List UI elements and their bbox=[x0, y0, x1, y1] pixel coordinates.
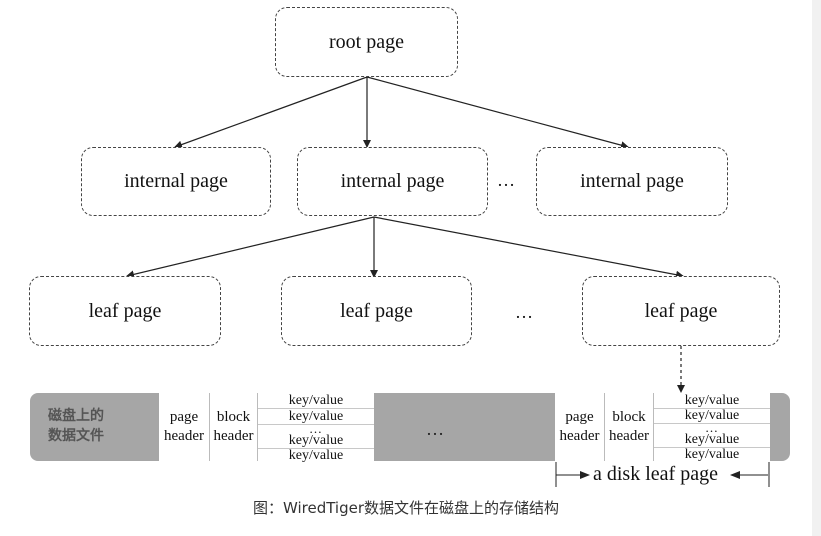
key-value-entry: key/value bbox=[258, 409, 374, 425]
internal-page-node-3: internal page bbox=[536, 147, 728, 216]
edge-internal-leaf-3 bbox=[373, 216, 684, 279]
page-header-text: page bbox=[169, 409, 199, 425]
leaf-page-node-2: leaf page bbox=[281, 276, 472, 346]
key-value-entry: key/value bbox=[684, 447, 740, 462]
page-header-text: header bbox=[164, 428, 204, 444]
disk-data-file-label: 磁盘上的 数据文件 bbox=[48, 406, 104, 446]
key-value-ellipsis: … bbox=[309, 421, 323, 436]
key-value-entry: key/value bbox=[288, 448, 344, 463]
edge-internal-leaf-1 bbox=[126, 216, 375, 279]
page-header-cell-1: page header bbox=[159, 393, 210, 461]
key-value-ellipsis: … bbox=[705, 420, 719, 435]
block-header-text: block bbox=[216, 409, 251, 425]
block-header-text: block bbox=[612, 409, 646, 425]
block-header-text: header bbox=[213, 428, 254, 444]
key-value-cell-1: key/value key/value … key/value key/valu… bbox=[258, 393, 374, 463]
block-header-cell-2: block header bbox=[605, 393, 654, 461]
page-header-text: header bbox=[559, 428, 600, 444]
block-header-text: header bbox=[609, 428, 649, 444]
page-header-text: page bbox=[565, 409, 594, 425]
leaf-page-node-1: leaf page bbox=[29, 276, 221, 346]
internal-page-node-1: internal page bbox=[81, 147, 271, 216]
key-value-entry: key/value bbox=[654, 432, 770, 448]
key-value-entry: key/value bbox=[654, 393, 770, 409]
disk-label-line-2: 数据文件 bbox=[48, 428, 104, 444]
key-value-cell-2: key/value key/value … key/value key/valu… bbox=[654, 393, 770, 462]
scrollbar[interactable] bbox=[812, 0, 821, 536]
disk-label-line-1: 磁盘上的 bbox=[48, 408, 104, 424]
disk-data-file: 磁盘上的 数据文件 page header block header key/v… bbox=[30, 393, 790, 463]
leaf-page-node-3: leaf page bbox=[582, 276, 780, 346]
figure-caption: 图：WiredTiger数据文件在磁盘上的存储结构 bbox=[252, 499, 560, 517]
disk-leaf-page-label: a disk leaf page bbox=[593, 463, 718, 485]
key-value-entry: key/value bbox=[654, 408, 770, 424]
disk-ellipsis: … bbox=[426, 419, 445, 439]
edge-root-internal-1 bbox=[174, 76, 368, 149]
key-value-entry: key/value bbox=[258, 393, 374, 409]
page-header-cell-2: page header bbox=[555, 393, 605, 461]
block-header-cell-1: block header bbox=[210, 393, 258, 461]
internal-ellipsis: … bbox=[497, 170, 516, 190]
leaf-ellipsis: … bbox=[515, 302, 534, 322]
key-value-entry: key/value bbox=[258, 433, 374, 449]
root-page-node: root page bbox=[275, 7, 458, 77]
internal-page-node-2: internal page bbox=[297, 147, 488, 216]
edge-root-internal-3 bbox=[366, 76, 629, 150]
